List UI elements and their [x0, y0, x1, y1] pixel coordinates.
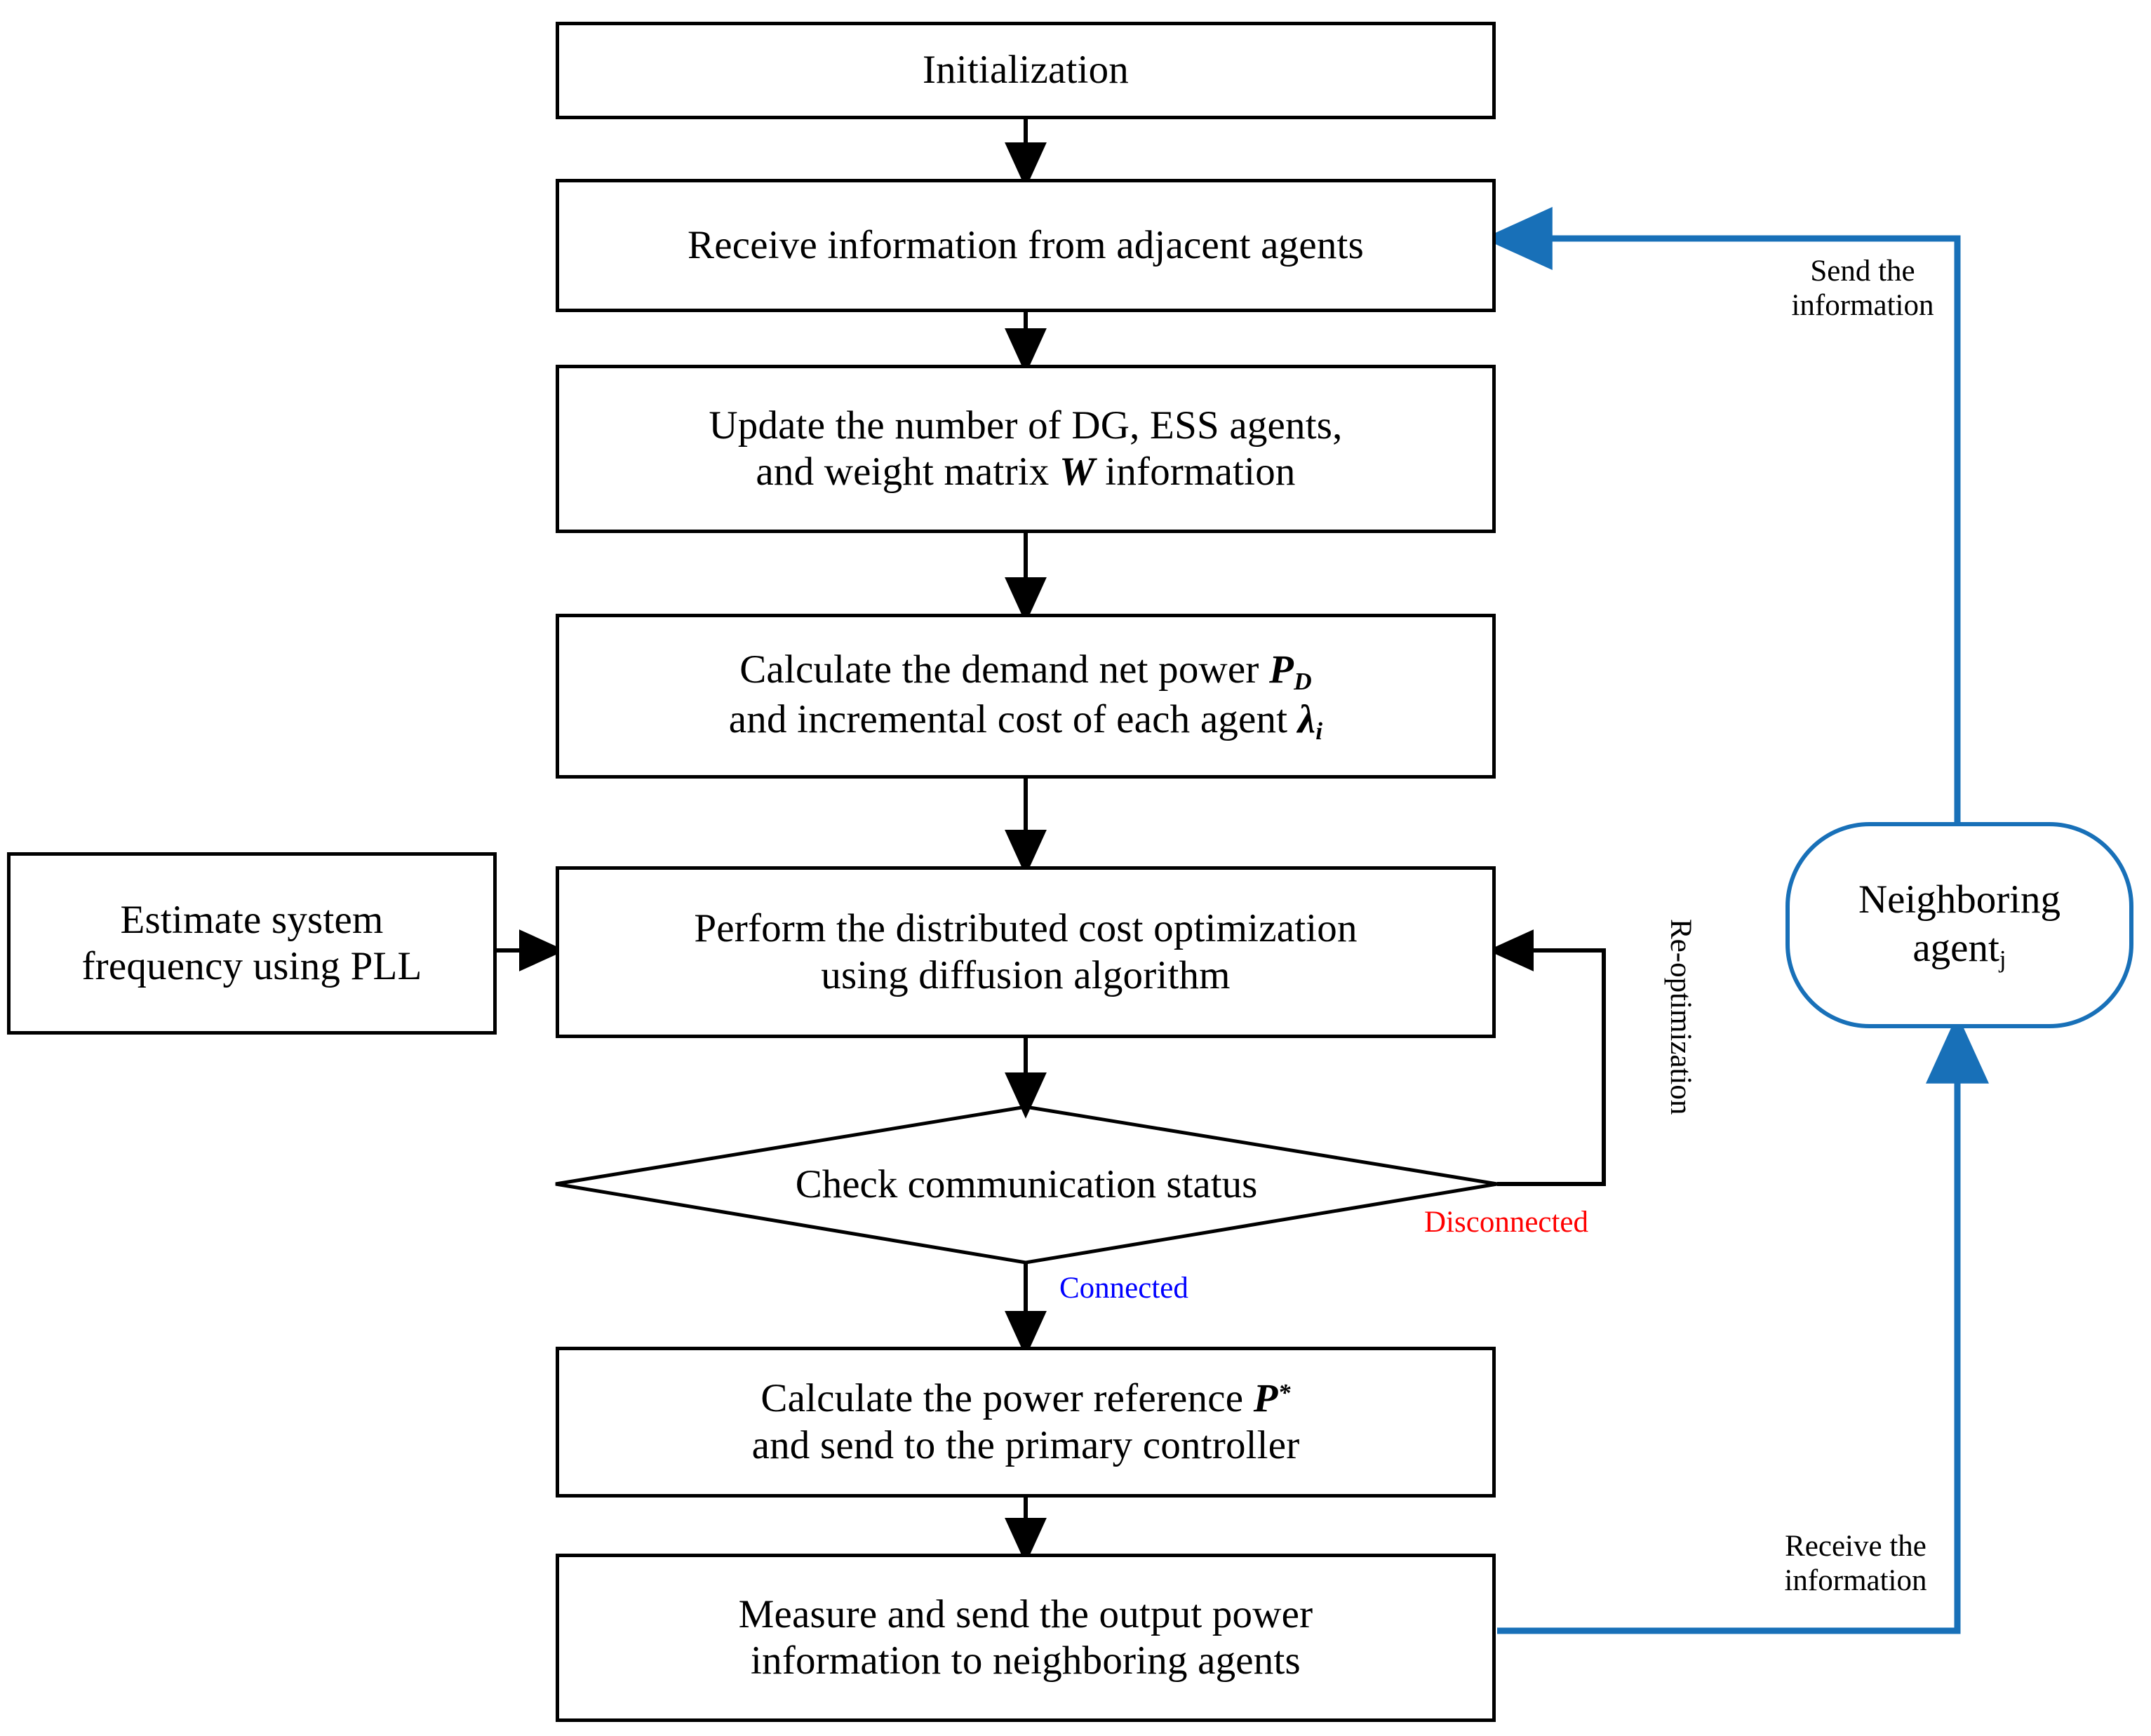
node-calculate-power-reference-label: Calculate the power reference P* and sen…: [742, 1375, 1310, 1468]
powerref-line-1-pre: Calculate the power reference: [760, 1376, 1254, 1421]
demand-line-2-pre: and incremental cost of each agent: [728, 697, 1298, 741]
demand-power-symbol: PD: [1269, 647, 1312, 695]
node-receive-information-label: Receive information from adjacent agents: [688, 222, 1364, 267]
node-perform-optimization-label: Perform the distributed cost optimizatio…: [684, 906, 1367, 998]
edge-label-re-optimization: Re-optimization: [1663, 919, 1698, 1115]
node-initialization[interactable]: Initialization: [556, 22, 1496, 119]
node-estimate-frequency-label: Estimate system frequency using PLL: [72, 897, 431, 990]
edge-label-connected: Connected: [1059, 1271, 1291, 1305]
optimize-line-2: using diffusion algorithm: [821, 953, 1231, 997]
node-check-communication-label: Check communication status: [795, 1162, 1258, 1206]
node-neighboring-agent[interactable]: Neighboring agentj: [1785, 822, 2133, 1028]
node-measure-send[interactable]: Measure and send the output power inform…: [556, 1554, 1496, 1722]
measure-line-1: Measure and send the output power: [738, 1592, 1313, 1636]
re-optimization-label: Re-optimization: [1664, 919, 1697, 1115]
connector-neighboring-to-receive: [1482, 207, 1961, 822]
node-calculate-power-reference[interactable]: Calculate the power reference P* and sen…: [556, 1347, 1496, 1498]
receive-information-line-1: Receive the: [1785, 1530, 1926, 1563]
measure-line-2: information to neighboring agents: [751, 1639, 1301, 1683]
optimize-line-1: Perform the distributed cost optimizatio…: [694, 906, 1358, 951]
power-reference-superscript: *: [1278, 1379, 1291, 1407]
connector-reoptimization-loop: [1487, 929, 1606, 1186]
weight-matrix-symbol: W: [1059, 450, 1095, 494]
neighboring-line-1: Neighboring: [1858, 877, 2061, 922]
node-check-communication[interactable]: Check communication status: [556, 1150, 1497, 1218]
connector-measure-to-neighboring: [1497, 1014, 1989, 1634]
demand-line-1-pre: Calculate the demand net power: [739, 647, 1270, 692]
node-initialization-label: Initialization: [922, 48, 1130, 93]
edge-label-receive-information: Receive the information: [1740, 1529, 1971, 1599]
node-neighboring-agent-label: Neighboring agentj: [1858, 876, 2060, 974]
estimate-line-2: frequency using PLL: [81, 944, 422, 988]
demand-power-subscript: D: [1294, 667, 1312, 695]
node-calculate-demand[interactable]: Calculate the demand net power PD and in…: [556, 614, 1496, 779]
estimate-line-1: Estimate system: [120, 897, 384, 942]
node-update-information[interactable]: Update the number of DG, ESS agents, and…: [556, 365, 1496, 533]
send-information-line-2: information: [1791, 289, 1934, 323]
incremental-cost-symbol: λi: [1297, 697, 1323, 745]
node-estimate-frequency[interactable]: Estimate system frequency using PLL: [7, 852, 497, 1035]
update-line-1: Update the number of DG, ESS agents,: [709, 403, 1343, 448]
incremental-cost-subscript: i: [1315, 717, 1323, 745]
update-line-2-post: information: [1094, 450, 1296, 494]
neighboring-line-2-pre: agent: [1912, 925, 1999, 970]
edge-label-disconnected: Disconnected: [1424, 1205, 1656, 1239]
update-line-2-pre: and weight matrix: [756, 450, 1059, 494]
power-reference-symbol: P*: [1253, 1376, 1291, 1421]
node-receive-information[interactable]: Receive information from adjacent agents: [556, 179, 1496, 312]
edge-label-send-information: Send the information: [1747, 254, 1978, 323]
node-measure-send-label: Measure and send the output power inform…: [729, 1592, 1323, 1684]
send-information-line-1: Send the: [1810, 255, 1915, 288]
powerref-line-2: and send to the primary controller: [751, 1422, 1300, 1467]
node-perform-optimization[interactable]: Perform the distributed cost optimizatio…: [556, 866, 1496, 1038]
node-update-information-label: Update the number of DG, ESS agents, and…: [699, 403, 1352, 495]
disconnected-label: Disconnected: [1424, 1206, 1589, 1239]
neighboring-agent-subscript: j: [1999, 945, 2006, 973]
connected-label: Connected: [1059, 1272, 1188, 1305]
node-calculate-demand-label: Calculate the demand net power PD and in…: [719, 647, 1332, 746]
receive-information-line-2: information: [1784, 1564, 1927, 1598]
